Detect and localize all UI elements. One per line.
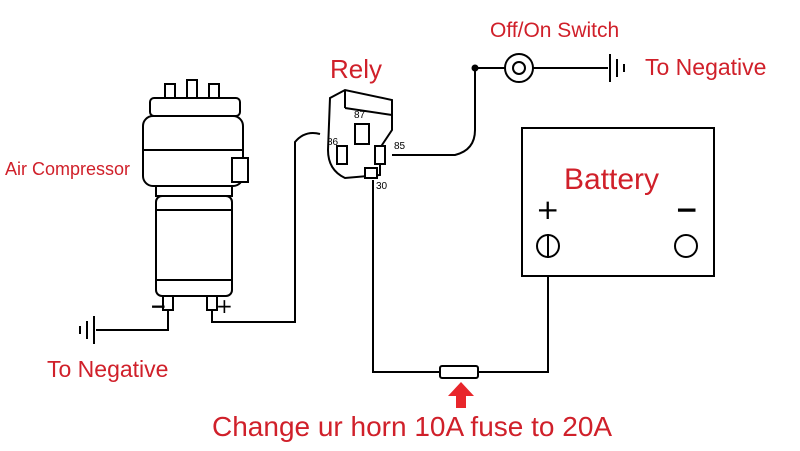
relay-pin-85: 85: [394, 141, 406, 152]
to-negative-top-label: To Negative: [645, 54, 767, 80]
battery-minus-symbol: −: [675, 193, 699, 226]
fuse-icon[interactable]: [439, 365, 479, 379]
switch-icon[interactable]: [504, 53, 534, 83]
battery-plus-symbol: +: [536, 193, 560, 226]
compressor-minus-symbol: −: [150, 294, 167, 318]
switch-label: Off/On Switch: [490, 19, 620, 42]
junction-dot: [471, 64, 479, 72]
fuse-note: Change ur horn 10A fuse to 20A: [212, 411, 613, 442]
wire-compressor-to-relay: [211, 132, 321, 323]
compressor-plus-symbol: +: [216, 294, 233, 318]
battery-label: Battery: [564, 163, 660, 196]
wire-compressor-to-ground: [96, 310, 169, 331]
arrow-up-icon: [448, 382, 474, 408]
wire-fuse-to-battery: [478, 258, 549, 373]
wire-relay30-to-fuse: [372, 180, 440, 373]
ground-icon: [79, 316, 95, 344]
air-compressor-icon[interactable]: [142, 79, 249, 311]
relay-pin-30: 30: [376, 181, 388, 192]
battery-icon[interactable]: [521, 127, 715, 277]
relay-pin-86: 86: [327, 137, 339, 148]
compressor-label: Air Compressor: [5, 159, 131, 179]
ground-icon: [609, 54, 625, 82]
relay-icon[interactable]: [326, 88, 393, 180]
relay-pin-87: 87: [354, 110, 366, 121]
relay-label: Rely: [330, 54, 383, 84]
to-negative-bottom-label: To Negative: [47, 356, 169, 382]
wire-relay-to-switch: [392, 67, 505, 156]
